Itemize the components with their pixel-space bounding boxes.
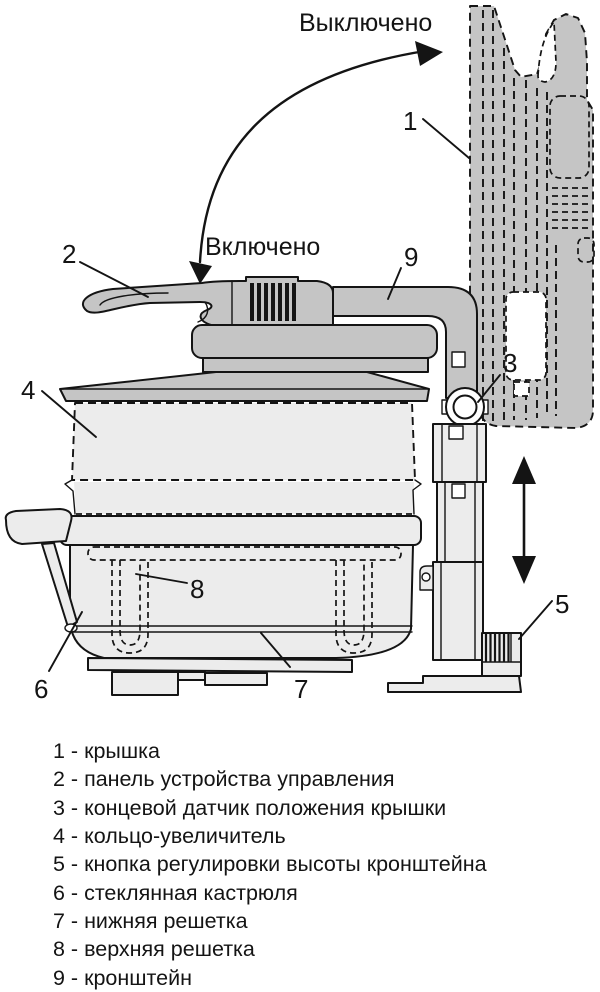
callout-leader-7 <box>260 632 291 668</box>
legend-item-7: 7 - нижняя решетка <box>53 909 248 934</box>
upper-grill-right-leg-inner <box>343 560 365 646</box>
stand-segment-upper-lines <box>441 423 478 483</box>
move-arrow-head-up <box>512 456 536 484</box>
parts-legend: 1 - крышка 2 - панель устройства управле… <box>53 737 487 992</box>
appliance-diagram: Выключено Включено <box>4 5 595 704</box>
upper-grill <box>87 546 402 654</box>
callout-label-9: 9 <box>404 242 418 272</box>
bracket-arm-shape <box>332 286 478 399</box>
callout-label-8: 8 <box>190 574 204 604</box>
lid-swing-arrow: Выключено Включено <box>189 9 443 284</box>
pot-base <box>87 657 353 696</box>
handle-highlight-line <box>99 292 169 306</box>
bracket-raised-phantom <box>505 291 547 397</box>
legend-item-1: 1 - крышка <box>53 739 160 763</box>
callout-label-5: 5 <box>555 589 569 619</box>
callout-leader-8 <box>135 573 188 584</box>
pot-handle <box>4 508 78 633</box>
pot-rim <box>59 515 422 546</box>
pot-upper-band <box>74 482 414 514</box>
pot-handle-blade <box>4 508 73 545</box>
height-button-seams <box>481 632 522 663</box>
lid-panel-lines <box>482 10 557 422</box>
legend-item-2: 2 - панель устройства управления <box>53 767 395 792</box>
callout-leader-2 <box>79 261 149 298</box>
bracket-raised-notch <box>513 381 530 397</box>
callout-leader-5 <box>518 600 553 640</box>
stand-segment-upper-notch <box>448 425 464 440</box>
hinge-sensor <box>441 387 489 427</box>
move-arrow-head-down <box>512 556 536 584</box>
height-move-arrow <box>512 456 536 584</box>
lid-raised <box>469 5 595 429</box>
swing-arrow-head-on <box>189 261 212 284</box>
callout-leader-3 <box>477 374 501 403</box>
lid-closed <box>59 276 438 402</box>
legend-item-5: 5 - кнопка регулировки высоты кронштейна <box>53 852 487 877</box>
pot-foot-mid <box>177 671 206 681</box>
upper-grill-left-leg-outer <box>111 560 149 654</box>
upper-grill-bar <box>87 546 402 561</box>
handle-seam-line <box>197 301 209 323</box>
height-button-ribs <box>484 632 510 663</box>
bracket-arm <box>332 286 478 399</box>
callout-leader-9 <box>387 267 402 300</box>
lid-skirt <box>59 371 430 402</box>
callout-label-4: 4 <box>21 375 35 405</box>
legend-item-8: 8 - верхняя решетка <box>53 937 255 962</box>
upper-grill-left-leg-inner <box>119 560 141 646</box>
stand-segment-lower-lines <box>440 561 476 661</box>
bracket-raised-gap <box>505 291 547 381</box>
height-button-body <box>481 632 522 677</box>
legend-item-9: 9 - кронштейн <box>53 965 192 990</box>
callout-label-6: 6 <box>34 674 48 704</box>
lid-cap-and-handle <box>81 276 334 326</box>
callout-label-2: 2 <box>62 239 76 269</box>
hinge-inner-circle <box>452 394 478 420</box>
pot-base-band <box>87 657 353 673</box>
lid-handle-gap <box>537 19 557 83</box>
lower-grill-lines <box>69 625 413 633</box>
lid-dome-band-1 <box>191 324 438 359</box>
stand-hook-pin <box>421 572 431 582</box>
upper-grill-right-leg-outer <box>335 560 373 654</box>
callout-leader-1 <box>422 118 470 159</box>
state-on-label: Включено <box>205 233 320 261</box>
lid-latch-detail <box>577 237 595 263</box>
stand-segment-mid-notch <box>451 483 466 499</box>
pot-body <box>69 544 414 659</box>
extender-ring-body <box>71 402 416 481</box>
pot-foot-left <box>111 671 179 696</box>
callout-leaders <box>41 118 553 672</box>
pot-upper-band-right-jag <box>412 479 422 515</box>
lid-hook-recess <box>549 95 590 179</box>
stand-segment-mid-lines <box>444 481 476 563</box>
callout-label-7: 7 <box>294 674 308 704</box>
legend-item-4: 4 - кольцо-увеличитель <box>53 824 286 849</box>
pot-upper-band-left-jag <box>64 479 76 515</box>
stand <box>387 423 536 693</box>
callout-leader-4 <box>41 390 97 438</box>
callout-labels: 1 2 3 4 5 6 7 8 9 <box>21 106 569 704</box>
height-adjust-button <box>481 632 522 677</box>
state-off-label: Выключено <box>299 9 432 37</box>
control-panel-vents <box>250 283 296 321</box>
legend-item-3: 3 - концевой датчик положения крышки <box>53 795 447 820</box>
callout-label-3: 3 <box>503 348 517 378</box>
extender-ring <box>64 402 422 515</box>
swing-arrow-arc <box>198 49 427 264</box>
legend-item-6: 6 - стеклянная кастрюля <box>53 880 298 905</box>
lid-dome-band-2 <box>202 357 429 373</box>
stand-base-plate <box>387 675 522 693</box>
pot-foot-right <box>204 672 268 686</box>
callout-label-1: 1 <box>403 106 417 136</box>
swing-arrow-head-off <box>415 41 443 66</box>
lid-raised-outline <box>469 5 594 429</box>
callout-leader-6 <box>48 611 83 672</box>
glass-pot <box>4 508 422 696</box>
bracket-arm-notch <box>451 351 466 368</box>
